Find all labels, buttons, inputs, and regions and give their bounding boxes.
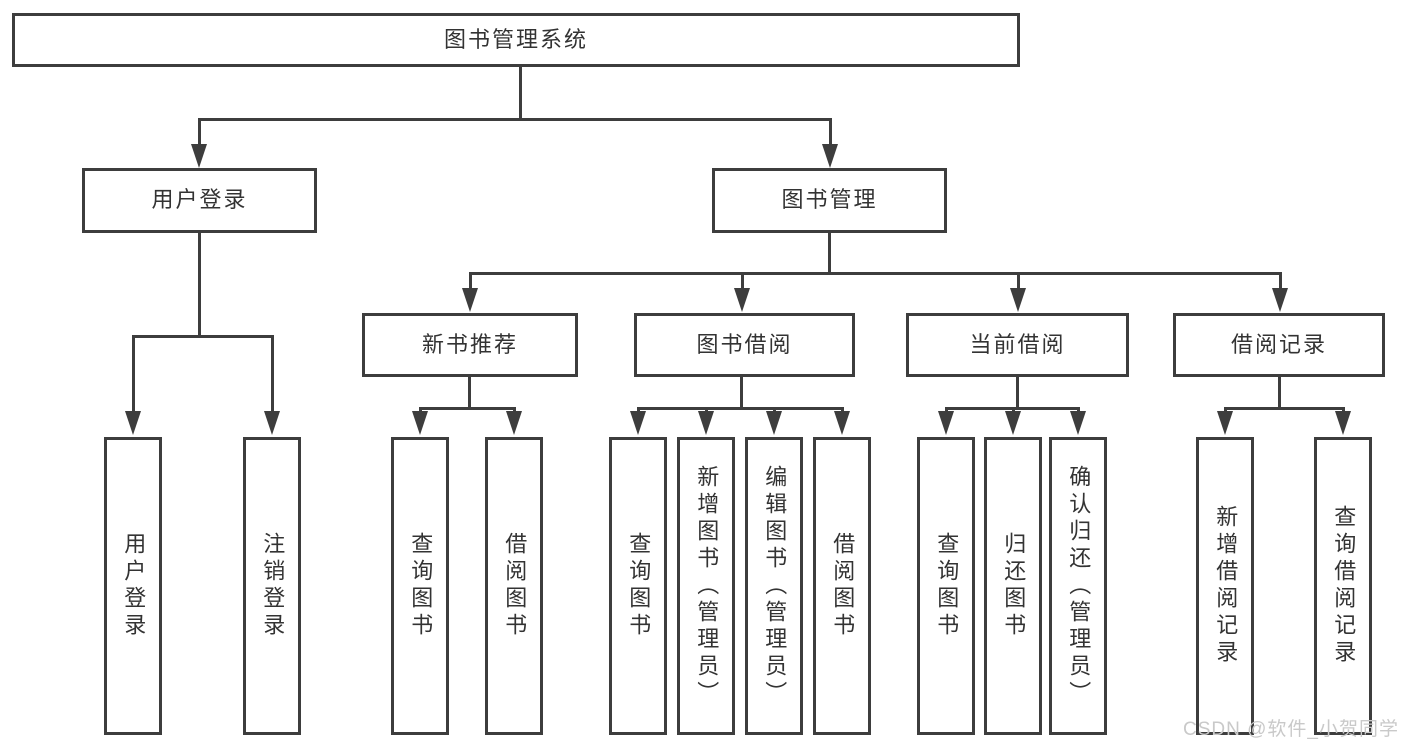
node-br-add-borrow-record: 新增借阅记录 bbox=[1196, 437, 1254, 735]
node-logout: 注销登录 bbox=[243, 437, 301, 735]
connector-root-vline bbox=[519, 67, 522, 120]
node-bb-borrow-books: 借阅图书 bbox=[813, 437, 871, 735]
arrowhead-new-book-rec bbox=[462, 288, 478, 312]
node-bb-query-books: 查询图书 bbox=[609, 437, 667, 735]
connector-user-login-vline bbox=[198, 233, 201, 338]
node-cb-return-books: 归还图书 bbox=[984, 437, 1042, 735]
arrowhead-cb-child1 bbox=[938, 411, 954, 435]
connector-current-borrow-stem bbox=[1017, 272, 1020, 292]
node-current-borrowing: 当前借阅 bbox=[906, 313, 1129, 377]
arrowhead-current-borrow bbox=[1010, 288, 1026, 312]
node-book-borrowing: 图书借阅 bbox=[634, 313, 855, 377]
arrowhead-book-mgmt bbox=[822, 144, 838, 168]
arrowhead-cb-child3 bbox=[1070, 411, 1086, 435]
node-nbr-borrow-books: 借阅图书 bbox=[485, 437, 543, 735]
connector-login-stem bbox=[132, 335, 135, 415]
arrowhead-nbr-child1 bbox=[412, 411, 428, 435]
connector-cb-vline bbox=[1016, 377, 1019, 410]
arrowhead-bb-child1 bbox=[630, 411, 646, 435]
connector-book-borrow-stem bbox=[741, 272, 744, 292]
arrowhead-bb-child2 bbox=[698, 411, 714, 435]
arrowhead-logout bbox=[264, 411, 280, 435]
arrowhead-user-login bbox=[191, 144, 207, 168]
connector-br-vline bbox=[1278, 377, 1281, 410]
node-borrowing-records: 借阅记录 bbox=[1173, 313, 1385, 377]
arrowhead-cb-child2 bbox=[1005, 411, 1021, 435]
connector-book-mgmt-stem bbox=[829, 118, 832, 148]
arrowhead-book-borrow bbox=[734, 288, 750, 312]
connector-bb-hline bbox=[637, 407, 844, 410]
node-cb-confirm-return-admin: 确认归还（管理员） bbox=[1049, 437, 1107, 735]
node-user-login: 用户登录 bbox=[82, 168, 317, 233]
arrowhead-br-child1 bbox=[1217, 411, 1233, 435]
arrowhead-br-child2 bbox=[1335, 411, 1351, 435]
node-br-query-borrow-record: 查询借阅记录 bbox=[1314, 437, 1372, 735]
node-library-management-system: 图书管理系统 bbox=[12, 13, 1020, 67]
node-book-management: 图书管理 bbox=[712, 168, 947, 233]
connector-root-hline bbox=[198, 118, 832, 121]
arrowhead-bb-child3 bbox=[766, 411, 782, 435]
node-bb-edit-books-admin: 编辑图书（管理员） bbox=[745, 437, 803, 735]
csdn-watermark: CSDN @软件_小贺同学 bbox=[1183, 719, 1399, 740]
connector-bb-vline bbox=[740, 377, 743, 410]
connector-borrow-records-stem bbox=[1279, 272, 1282, 292]
connector-nbr-vline bbox=[468, 377, 471, 410]
arrowhead-login bbox=[125, 411, 141, 435]
node-bb-add-books-admin: 新增图书（管理员） bbox=[677, 437, 735, 735]
connector-logout-stem bbox=[271, 335, 274, 415]
connector-user-login-stem bbox=[198, 118, 201, 148]
node-cb-query-books: 查询图书 bbox=[917, 437, 975, 735]
connector-book-mgmt-vline bbox=[828, 233, 831, 275]
node-nbr-query-books: 查询图书 bbox=[391, 437, 449, 735]
arrowhead-bb-child4 bbox=[834, 411, 850, 435]
connector-user-login-hline bbox=[132, 335, 274, 338]
arrowhead-borrow-records bbox=[1272, 288, 1288, 312]
connector-book-mgmt-hline bbox=[469, 272, 1282, 275]
arrowhead-nbr-child2 bbox=[506, 411, 522, 435]
connector-new-book-rec-stem bbox=[469, 272, 472, 292]
connector-br-hline bbox=[1224, 407, 1345, 410]
node-user-login-leaf: 用户登录 bbox=[104, 437, 162, 735]
connector-nbr-hline bbox=[419, 407, 516, 410]
node-new-book-recommendation: 新书推荐 bbox=[362, 313, 578, 377]
